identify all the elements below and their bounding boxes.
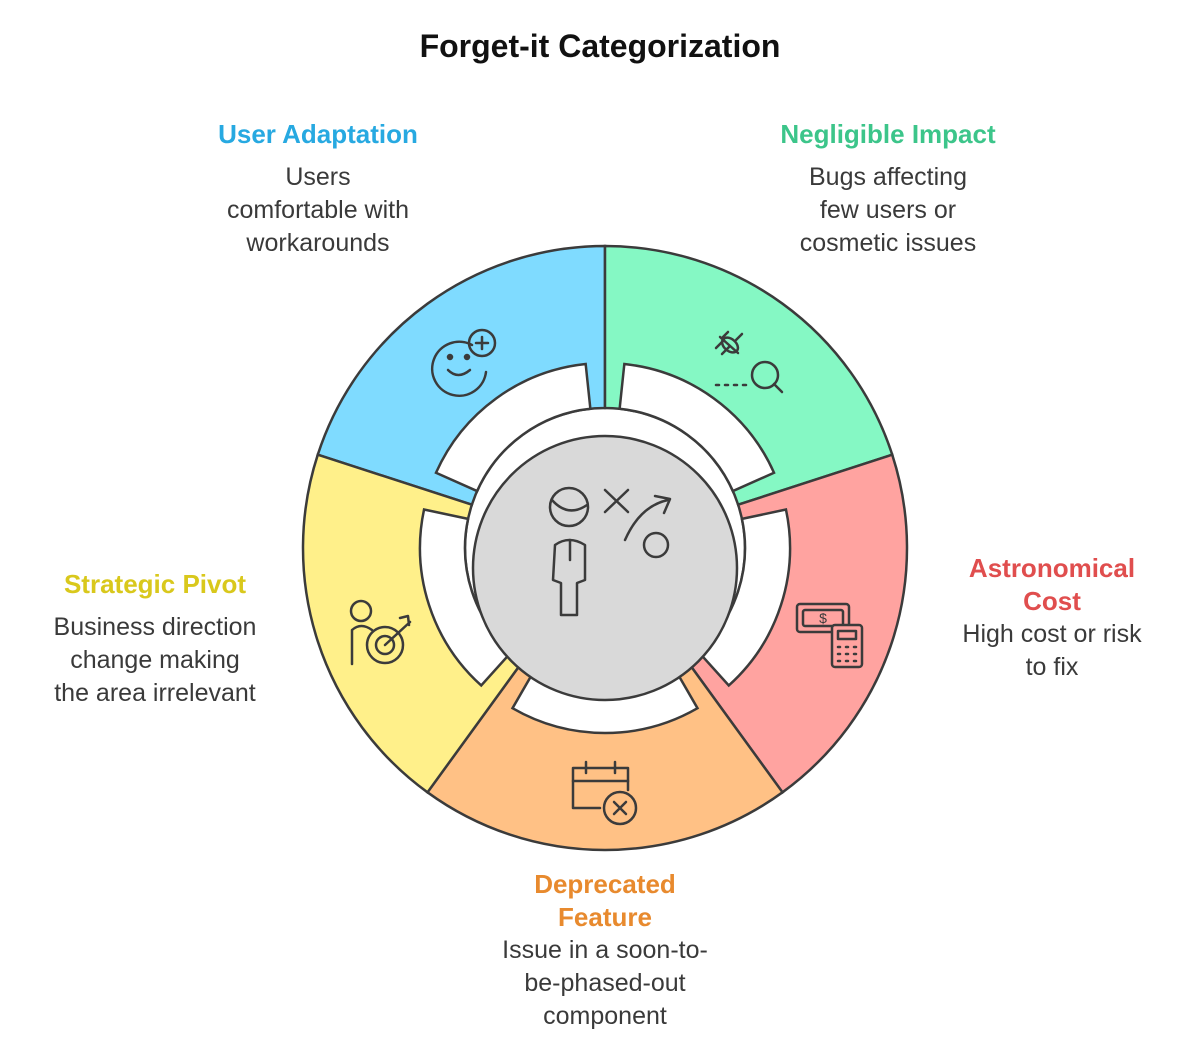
segment-desc-line: change making (70, 646, 240, 674)
segment-title: Deprecated Feature (534, 869, 676, 932)
label-negligible-impact: Negligible Impact Bugs affecting few use… (758, 118, 1018, 260)
segment-desc-line: High cost or risk (962, 620, 1142, 648)
ring-band-user-adaptation (434, 362, 592, 493)
segment-desc-line: workarounds (246, 229, 390, 257)
segment-desc-line: the area irrelevant (54, 679, 256, 707)
segment-desc-line: Bugs affecting (809, 163, 967, 191)
ring-band-negligible-impact (618, 362, 776, 493)
segment-title: Astronomical Cost (968, 553, 1136, 616)
label-deprecated-feature: Deprecated Feature Issue in a soon-to- b… (475, 868, 735, 1033)
calendar-cancel-icon (571, 760, 638, 826)
segment-desc-line: be-phased-out (524, 969, 686, 997)
label-strategic-pivot: Strategic Pivot Business direction chang… (28, 568, 282, 710)
segment-title: User Adaptation (218, 119, 418, 149)
person-target-icon (349, 599, 412, 666)
label-astronomical-cost: Astronomical Cost High cost or risk to f… (937, 552, 1167, 684)
segment-desc-line: component (543, 1002, 667, 1030)
segment-title: Negligible Impact (780, 119, 996, 149)
segment-desc-line: Issue in a soon-to- (502, 936, 708, 964)
segment-desc-line: cosmetic issues (799, 229, 977, 257)
smiley-plus-icon (430, 328, 497, 398)
segment-title: Strategic Pivot (63, 569, 247, 599)
strategy-person-icon (548, 486, 672, 617)
segment-desc-line: Users (285, 163, 351, 191)
svg-text:$: $ (819, 610, 827, 626)
label-user-adaptation: User Adaptation Users comfortable with w… (198, 118, 438, 260)
bug-search-icon (714, 330, 784, 394)
segment-desc-line: comfortable with (226, 196, 410, 224)
segment-desc-line: few users or (819, 196, 957, 224)
money-calculator-icon: $ (795, 602, 864, 669)
segment-desc-line: Business direction (53, 613, 257, 641)
center-circle (471, 434, 739, 702)
segment-desc-line: to fix (1025, 653, 1079, 681)
ring-band-astronomical-cost (696, 508, 792, 688)
diagram-title: Forget-it Categorization (419, 28, 781, 64)
